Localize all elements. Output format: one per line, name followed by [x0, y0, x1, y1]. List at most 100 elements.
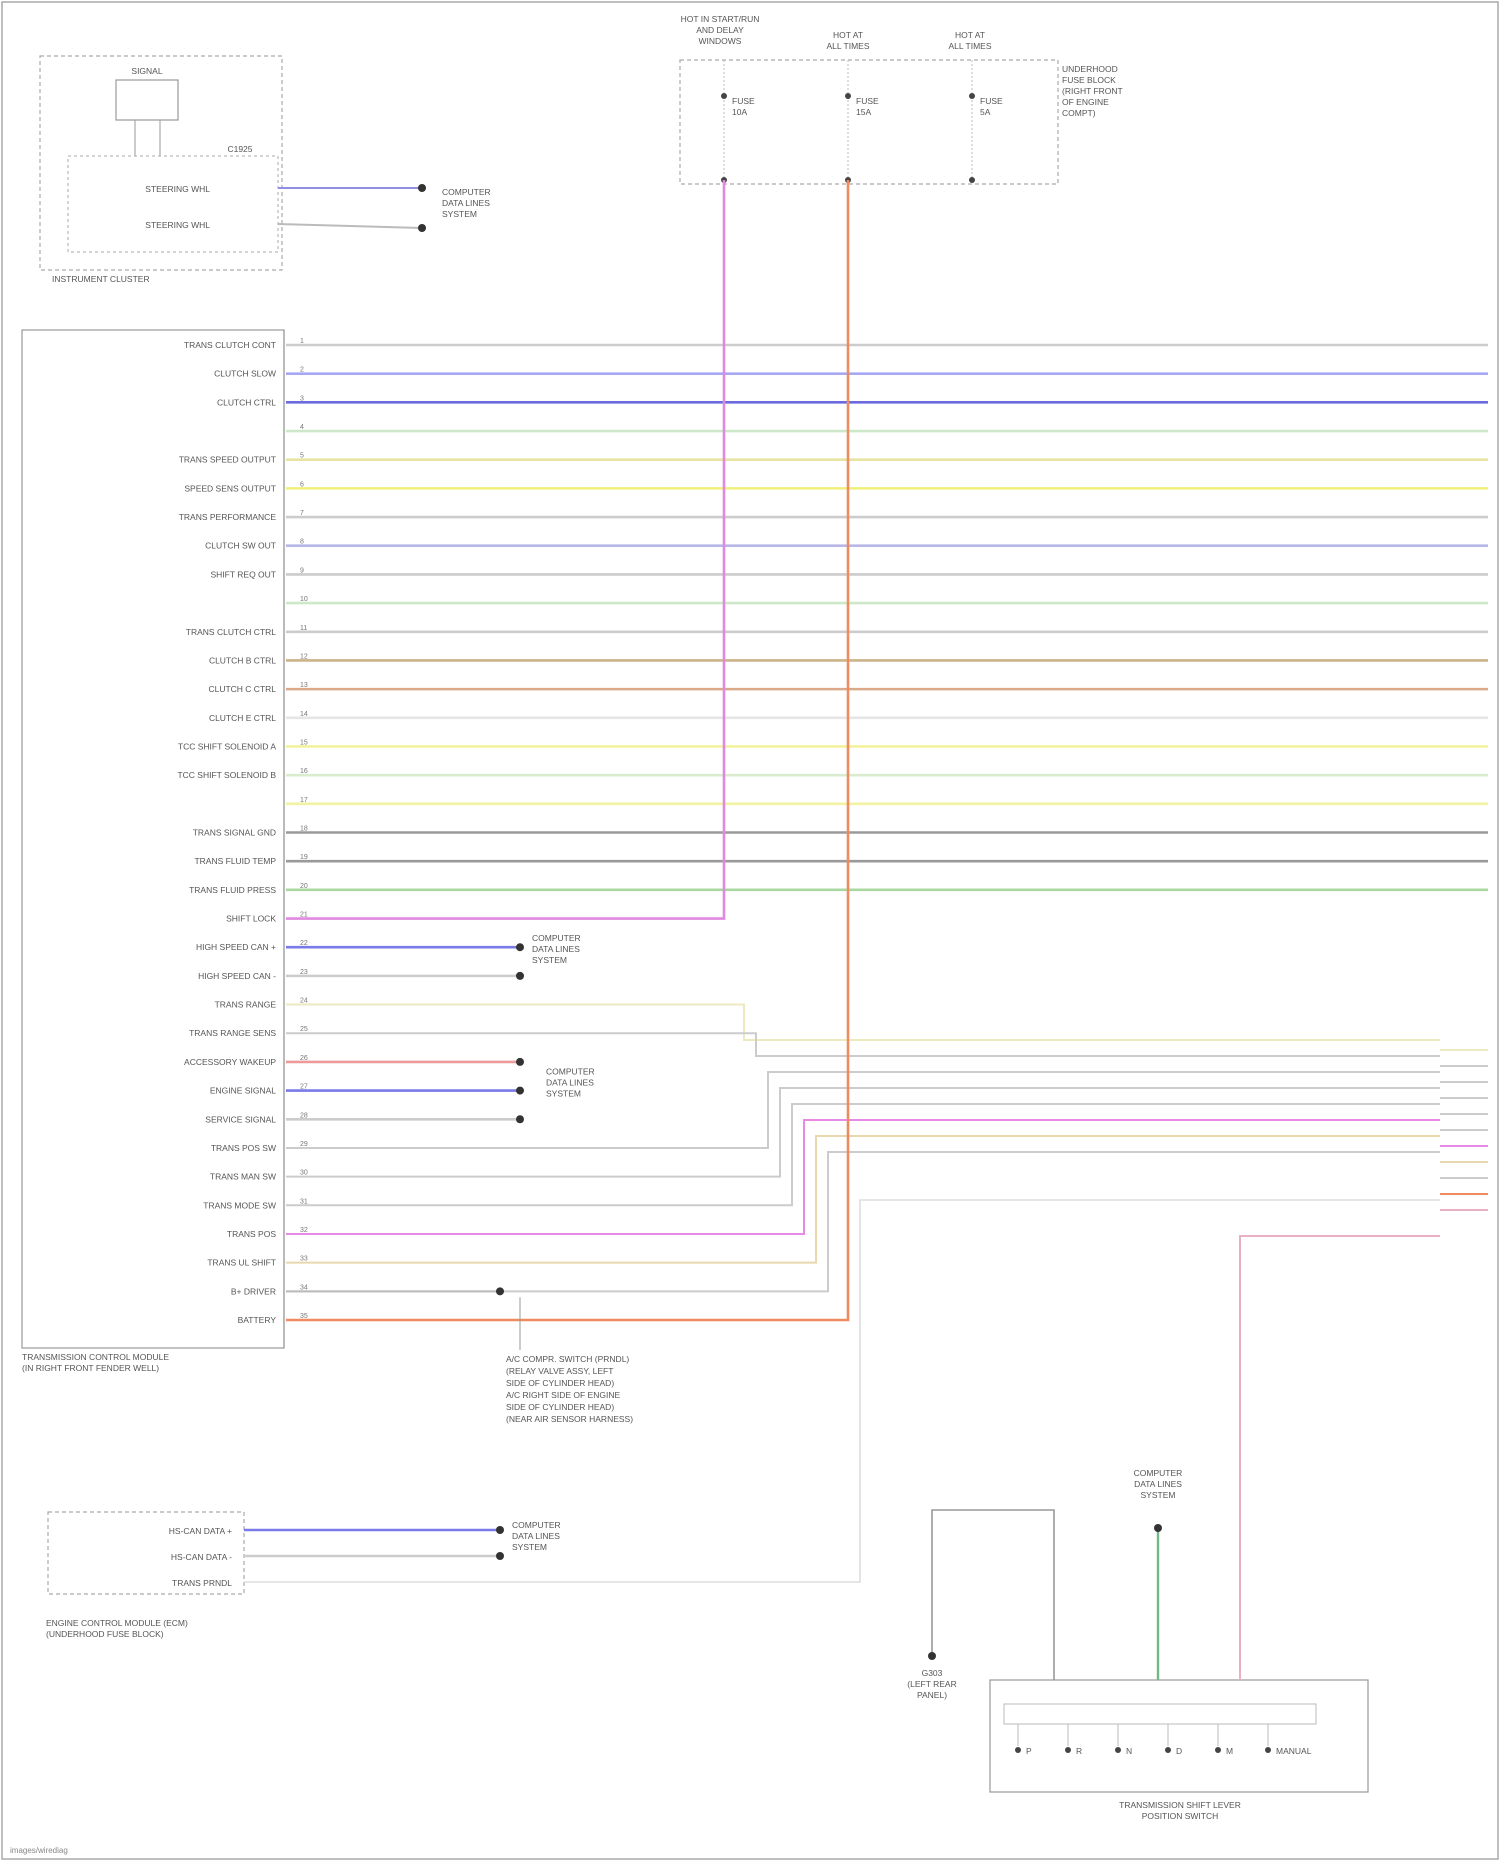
tcm-pin-label: CLUTCH SW OUT: [205, 541, 276, 551]
tcm-bus-destination-1: DATA LINES: [532, 944, 580, 954]
wire-lower-group: [286, 1152, 1440, 1291]
tcm-pin-label: TRANS MAN SW: [210, 1172, 276, 1182]
instrument-cluster-title: INSTRUMENT CLUSTER: [52, 274, 150, 284]
tcm-pin-label: BATTERY: [238, 1315, 277, 1325]
tcm-pin-label: TRANS CLUTCH CTRL: [186, 627, 276, 637]
tcm-title: TRANSMISSION CONTROL MODULE: [22, 1352, 169, 1362]
fuse-label: FUSE: [856, 96, 879, 106]
shifter-ground-wire: [932, 1510, 1054, 1680]
tcm-pin-label: TRANS RANGE: [215, 1000, 277, 1010]
fuse-top-label: WINDOWS: [699, 36, 742, 46]
instrument-cluster-inner: [68, 156, 278, 252]
fuse-top-terminal: [721, 93, 727, 99]
fuse-hot-label: ALL TIMES: [949, 41, 992, 51]
tcm-pin-label: TRANS CLUTCH CONT: [184, 340, 276, 350]
fuse-block-title: OF ENGINE: [1062, 97, 1109, 107]
ground-splice: [496, 1287, 504, 1295]
fuse-block-title: UNDERHOOD: [1062, 64, 1118, 74]
ecm-title: (UNDERHOOD FUSE BLOCK): [46, 1629, 164, 1639]
ecm-pin-label: HS-CAN DATA -: [171, 1552, 232, 1562]
ecm-splice-2: [496, 1552, 504, 1560]
wire-to-fuse: [286, 180, 724, 919]
signal-label: SIGNAL: [131, 66, 162, 76]
ecm-destination-label: DATA LINES: [512, 1531, 560, 1541]
shifter-data-splice: [1154, 1524, 1162, 1532]
cluster-can-low-wire: [278, 224, 422, 228]
switch-label: MANUAL: [1276, 1746, 1312, 1756]
shifter-box: [990, 1680, 1368, 1792]
tcm-pin-label: TCC SHIFT SOLENOID A: [178, 741, 276, 751]
ecm-prndl-wire: [244, 1200, 1440, 1582]
tcm-pin-label: TCC SHIFT SOLENOID B: [177, 770, 276, 780]
ground-point: [928, 1652, 936, 1660]
switch-contact: [1265, 1747, 1271, 1753]
fuse-top-terminal: [845, 93, 851, 99]
ground-label: (LEFT REAR: [907, 1679, 956, 1689]
ecm-splice-1: [496, 1526, 504, 1534]
splice-note: SIDE OF CYLINDER HEAD): [506, 1378, 614, 1388]
shifter-data-destination: SYSTEM: [1141, 1490, 1176, 1500]
fuse-label: FUSE: [980, 96, 1003, 106]
tcm-pin-label: TRANS MODE SW: [203, 1200, 276, 1210]
splice-note: A/C RIGHT SIDE OF ENGINE: [506, 1390, 620, 1400]
instrument-cluster-box: [40, 56, 282, 270]
tcm-pin-label: CLUTCH B CTRL: [209, 655, 276, 665]
tcm-pin-label: SHIFT LOCK: [226, 914, 276, 924]
ecm-destination-label: SYSTEM: [512, 1542, 547, 1552]
tcm-pin-label: TRANS FLUID PRESS: [189, 885, 276, 895]
shifter-data-destination: COMPUTER: [1134, 1468, 1183, 1478]
tcm-pin-label: B+ DRIVER: [231, 1286, 276, 1296]
tcm-pin-label: TRANS POS: [227, 1229, 276, 1239]
fuse-top-label: HOT IN START/RUN: [681, 14, 760, 24]
wire-lower-group: [286, 1088, 1440, 1177]
shifter-title: POSITION SWITCH: [1142, 1811, 1219, 1821]
switch-contact: [1165, 1747, 1171, 1753]
tcm-pin-number: 24: [300, 998, 308, 1005]
wire-lower-group: [286, 1005, 1440, 1040]
switch-contact: [1215, 1747, 1221, 1753]
tcm-pin-label: TRANS UL SHIFT: [207, 1258, 276, 1268]
tcm-bus-destination-2: DATA LINES: [546, 1078, 594, 1088]
cluster-destination-label: DATA LINES: [442, 198, 490, 208]
ecm-title: ENGINE CONTROL MODULE (ECM): [46, 1618, 188, 1628]
splice-note: (NEAR AIR SENSOR HARNESS): [506, 1414, 633, 1424]
cluster-splice-2: [418, 224, 426, 232]
tcm-pin-label: TRANS POS SW: [211, 1143, 276, 1153]
fuse-label: 15A: [856, 107, 871, 117]
switch-contact: [1065, 1747, 1071, 1753]
fuse-hot-label: HOT AT: [955, 30, 985, 40]
bus-splice: [516, 1115, 524, 1123]
ecm-destination-label: COMPUTER: [512, 1520, 561, 1530]
ecm-pin-label: TRANS PRNDL: [172, 1578, 232, 1588]
fuse-hot-label: HOT AT: [833, 30, 863, 40]
fuse-hot-label: ALL TIMES: [827, 41, 870, 51]
tcm-pin-label: ACCESSORY WAKEUP: [184, 1057, 276, 1067]
tcm-pin-number: 29: [300, 1141, 308, 1148]
fuse-block-title: COMPT): [1062, 108, 1096, 118]
bus-splice: [516, 943, 524, 951]
tcm-pin-number: 33: [300, 1256, 308, 1263]
switch-label: N: [1126, 1746, 1132, 1756]
switch-label: M: [1226, 1746, 1233, 1756]
footer-label: images/wirediag: [10, 1846, 68, 1855]
fuse-label: 5A: [980, 107, 991, 117]
bus-splice: [516, 972, 524, 980]
fuse-label: 10A: [732, 107, 747, 117]
splice-note: (RELAY VALVE ASSY, LEFT: [506, 1366, 613, 1376]
ground-label: G303: [922, 1668, 943, 1678]
tcm-bus-destination-2: SYSTEM: [546, 1089, 581, 1099]
tcm-pin-number: 32: [300, 1227, 308, 1234]
fuse-block-box: [680, 60, 1058, 184]
switch-label: D: [1176, 1746, 1182, 1756]
tcm-pin-number: 25: [300, 1026, 308, 1033]
fuse-block-title: FUSE BLOCK: [1062, 75, 1116, 85]
switch-contact: [1115, 1747, 1121, 1753]
tcm-pin-label: CLUTCH C CTRL: [208, 684, 276, 694]
bus-splice: [516, 1058, 524, 1066]
tcm-pin-number: 30: [300, 1170, 308, 1177]
tcm-pin-label: TRANS PERFORMANCE: [179, 512, 277, 522]
fuse-block-title: (RIGHT FRONT: [1062, 86, 1123, 96]
cluster-destination-label: COMPUTER: [442, 187, 491, 197]
tcm-pin-label: HIGH SPEED CAN -: [198, 971, 276, 981]
